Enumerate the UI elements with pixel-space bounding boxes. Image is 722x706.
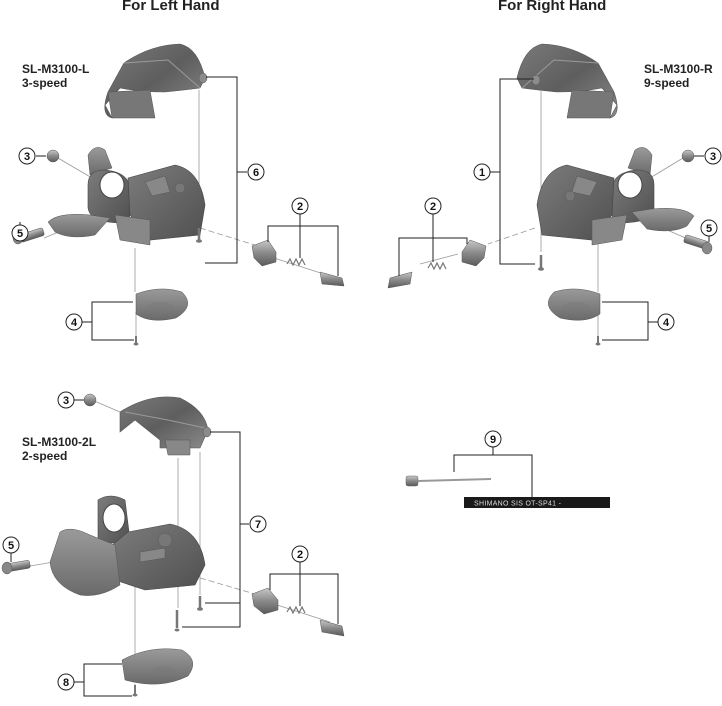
shifter-body-part <box>536 147 695 246</box>
leader-line <box>83 663 132 697</box>
svg-text:4: 4 <box>71 317 78 329</box>
cable-print-text: SHIMANO SIS OT-SP41 - <box>474 501 562 508</box>
shifter-body-part <box>49 495 206 596</box>
part-2-adjuster-barrel <box>387 239 487 289</box>
svg-text:6: 6 <box>253 167 259 179</box>
callout-9: 9 <box>484 430 502 448</box>
assembly-sl-m3100-r <box>387 43 713 346</box>
svg-text:3: 3 <box>24 151 30 163</box>
svg-text:5: 5 <box>17 228 23 240</box>
model-label-sl-m3100-2l: SL-M3100-2L 2-speed <box>22 435 96 463</box>
leader-line <box>499 78 535 265</box>
cover-screw <box>196 228 202 243</box>
inner-cable <box>417 478 492 482</box>
shifter-body-part <box>47 147 206 246</box>
heading-right-hand: For Right Hand <box>498 0 607 14</box>
part-2-adjuster-barrel <box>251 239 345 287</box>
axis-line <box>57 157 93 179</box>
axis-line <box>649 157 684 179</box>
cable-end-cap <box>405 475 419 487</box>
callout-4: 4 <box>657 313 675 331</box>
part-4-bottom-cover <box>133 288 188 346</box>
assembly-sl-m3100-l <box>12 43 345 346</box>
svg-text:8: 8 <box>63 677 69 689</box>
part-9-shift-cable: SHIMANO SIS OT-SP41 - <box>405 447 610 508</box>
leader-line <box>205 76 238 264</box>
leader-line <box>269 573 339 624</box>
part-5-clamp-bolt <box>1 560 31 575</box>
callout-5: 5 <box>700 219 718 237</box>
part-4-bottom-cover <box>548 288 601 346</box>
assembly-sl-m3100-2l <box>1 393 345 697</box>
callout-3: 3 <box>704 147 722 165</box>
svg-text:1: 1 <box>479 167 485 179</box>
axis-line <box>487 227 536 245</box>
model-name: SL-M3100-R <box>644 62 713 76</box>
axis-line <box>91 399 121 413</box>
callout-7: 7 <box>249 515 267 533</box>
top-cover-part <box>119 396 212 456</box>
svg-text:5: 5 <box>706 223 712 235</box>
model-name: SL-M3100-L <box>22 62 90 76</box>
callout-3: 3 <box>18 147 36 165</box>
part-3-cap-nut <box>681 149 695 163</box>
callout-2: 2 <box>291 197 309 215</box>
svg-text:3: 3 <box>63 395 69 407</box>
svg-text:2: 2 <box>297 549 303 561</box>
model-speed: 2-speed <box>22 449 68 463</box>
body-screw <box>197 596 203 611</box>
part-2-adjuster-barrel <box>251 587 345 637</box>
callout-4: 4 <box>65 313 83 331</box>
model-label-sl-m3100-l: SL-M3100-L 3-speed <box>22 62 89 90</box>
top-cover-part <box>104 43 208 119</box>
leader-line <box>602 301 649 341</box>
svg-text:7: 7 <box>255 519 261 531</box>
callout-5: 5 <box>11 224 29 242</box>
model-name: SL-M3100-2L <box>22 435 97 449</box>
svg-text:2: 2 <box>297 201 303 213</box>
model-speed: 3-speed <box>22 76 68 90</box>
leader-line <box>453 454 533 497</box>
callout-5: 5 <box>2 536 20 554</box>
axis-line <box>199 227 259 247</box>
svg-text:2: 2 <box>430 201 436 213</box>
cable-housing <box>464 497 610 508</box>
axis-line <box>199 577 256 595</box>
svg-text:5: 5 <box>8 540 14 552</box>
svg-text:4: 4 <box>663 317 670 329</box>
callout-2: 2 <box>291 545 309 563</box>
callout-1: 1 <box>473 163 491 181</box>
body-screw <box>174 610 180 632</box>
model-label-sl-m3100-r: SL-M3100-R 9-speed <box>644 62 713 90</box>
part-3-cap-nut <box>46 149 60 163</box>
leader-line <box>182 431 241 628</box>
axis-line <box>419 253 459 265</box>
heading-left-hand: For Left Hand <box>122 0 220 14</box>
svg-text:3: 3 <box>710 151 716 163</box>
top-cover-part <box>516 43 618 119</box>
callout-3: 3 <box>57 391 75 409</box>
cover-screw <box>538 255 544 271</box>
part-3-cap-nut <box>83 393 97 407</box>
model-speed: 9-speed <box>644 76 690 90</box>
part-8-bottom-cover <box>121 648 194 697</box>
callout-8: 8 <box>57 673 75 691</box>
leader-line <box>267 225 339 276</box>
part-5-clamp-bolt <box>683 234 713 255</box>
svg-text:9: 9 <box>490 434 496 446</box>
leader-line <box>91 301 134 341</box>
callout-6: 6 <box>247 163 265 181</box>
axis-line <box>273 603 331 623</box>
callout-2: 2 <box>424 197 442 215</box>
